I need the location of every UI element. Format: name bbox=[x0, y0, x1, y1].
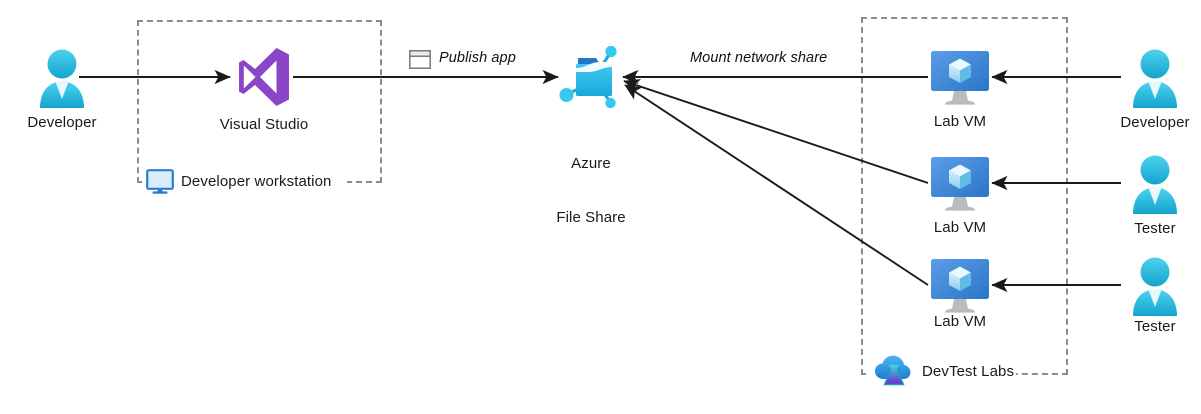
user-icon bbox=[1133, 155, 1177, 214]
node-tester-2[interactable] bbox=[1127, 255, 1183, 317]
label-lab-vm-3: Lab VM bbox=[933, 313, 987, 330]
node-visual-studio[interactable] bbox=[238, 47, 290, 107]
window-icon bbox=[409, 50, 431, 69]
publish-app-icon-wrap bbox=[409, 50, 431, 69]
lab-vm-icon bbox=[931, 51, 989, 105]
label-azure-file-share-line1: Azure bbox=[571, 155, 611, 172]
user-icon bbox=[1133, 257, 1177, 316]
user-icon bbox=[1133, 49, 1177, 108]
label-lab-vm-1: Lab VM bbox=[933, 113, 987, 130]
label-tester-2: Tester bbox=[1134, 318, 1176, 335]
label-azure-file-share-line2: File Share bbox=[556, 209, 626, 226]
node-lab-vm-1[interactable] bbox=[928, 50, 992, 106]
devtest-labs-icon bbox=[875, 355, 911, 386]
node-tester-1[interactable] bbox=[1127, 153, 1183, 215]
label-lab-vm-2: Lab VM bbox=[933, 219, 987, 236]
lab-vm-icon bbox=[931, 259, 989, 313]
edge-label-publish-app: Publish app bbox=[439, 50, 516, 66]
visual-studio-icon bbox=[239, 48, 289, 106]
boundary-label-devtest-labs: DevTest Labs bbox=[922, 363, 1015, 380]
node-lab-vm-2[interactable] bbox=[928, 156, 992, 212]
lab-vm-icon bbox=[931, 157, 989, 211]
edge-label-mount-network-share: Mount network share bbox=[690, 50, 828, 66]
node-developer-left[interactable] bbox=[34, 47, 90, 109]
workstation-label-mask bbox=[142, 168, 347, 198]
node-azure-file-share[interactable] bbox=[556, 44, 626, 109]
azure-file-share-icon bbox=[559, 45, 617, 109]
node-lab-vm-3[interactable] bbox=[928, 258, 992, 314]
label-tester-1: Tester bbox=[1134, 220, 1176, 237]
devtest-labs-icon-wrap bbox=[874, 354, 914, 388]
label-developer-right: Developer bbox=[1120, 114, 1190, 131]
label-developer-left: Developer bbox=[27, 114, 97, 131]
label-azure-file-share: Azure File Share bbox=[521, 119, 661, 263]
label-visual-studio: Visual Studio bbox=[219, 116, 309, 133]
workstation-icon-wrap bbox=[146, 169, 174, 195]
node-developer-right[interactable] bbox=[1127, 47, 1183, 109]
boundary-label-developer-workstation: Developer workstation bbox=[181, 173, 332, 190]
user-icon bbox=[40, 49, 84, 108]
monitor-icon bbox=[146, 169, 174, 194]
